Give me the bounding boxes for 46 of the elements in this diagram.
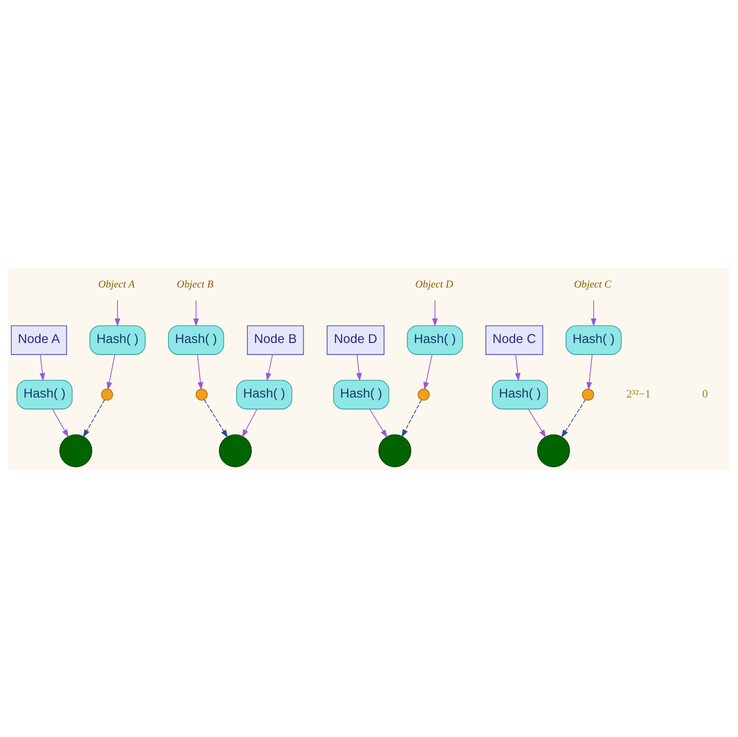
arrow xyxy=(590,299,596,326)
node-box: Hash( ) xyxy=(168,324,224,354)
arrow xyxy=(586,354,593,390)
arrow xyxy=(193,299,199,326)
node-circle xyxy=(218,434,252,467)
node-box: Hash( ) xyxy=(89,324,146,354)
arrow xyxy=(52,408,69,437)
arrow xyxy=(402,399,422,437)
node-circle xyxy=(537,434,570,467)
arrow xyxy=(106,354,116,390)
node-box: Hash( ) xyxy=(566,324,622,354)
node-box: Node A xyxy=(10,324,67,354)
arrow xyxy=(114,299,120,326)
arrow xyxy=(242,408,258,437)
label: 0 xyxy=(702,388,708,400)
node-circle xyxy=(196,388,208,400)
node-box: Hash( ) xyxy=(16,379,73,409)
node-box: Node C xyxy=(485,324,544,354)
arrow xyxy=(82,398,106,438)
node-circle xyxy=(418,388,430,400)
arrow xyxy=(514,354,520,381)
node-box: Hash( ) xyxy=(236,379,292,409)
arrow xyxy=(369,408,388,438)
arrow xyxy=(561,398,586,438)
node-circle xyxy=(378,434,412,467)
arrow xyxy=(432,299,438,326)
arrow xyxy=(356,354,362,381)
node-box: Hash( ) xyxy=(333,379,390,409)
arrow xyxy=(266,354,273,381)
node-box: Hash( ) xyxy=(406,324,463,354)
node-box: Node D xyxy=(326,324,384,354)
node-text: Object A xyxy=(98,279,135,290)
node-box: Node B xyxy=(246,324,304,354)
node-circle xyxy=(101,388,114,400)
arrow xyxy=(528,408,546,438)
arrow xyxy=(40,354,46,381)
label: 2³²−1 xyxy=(626,388,651,400)
node-text: Object C xyxy=(574,279,612,290)
node-box: Hash( ) xyxy=(492,379,548,409)
node-circle xyxy=(59,434,92,467)
node-circle xyxy=(582,388,594,400)
arrow xyxy=(423,354,432,390)
arrow xyxy=(204,398,228,438)
node-text: Object D xyxy=(415,279,454,290)
arrow xyxy=(197,354,204,390)
node-text: Object B xyxy=(176,279,214,290)
